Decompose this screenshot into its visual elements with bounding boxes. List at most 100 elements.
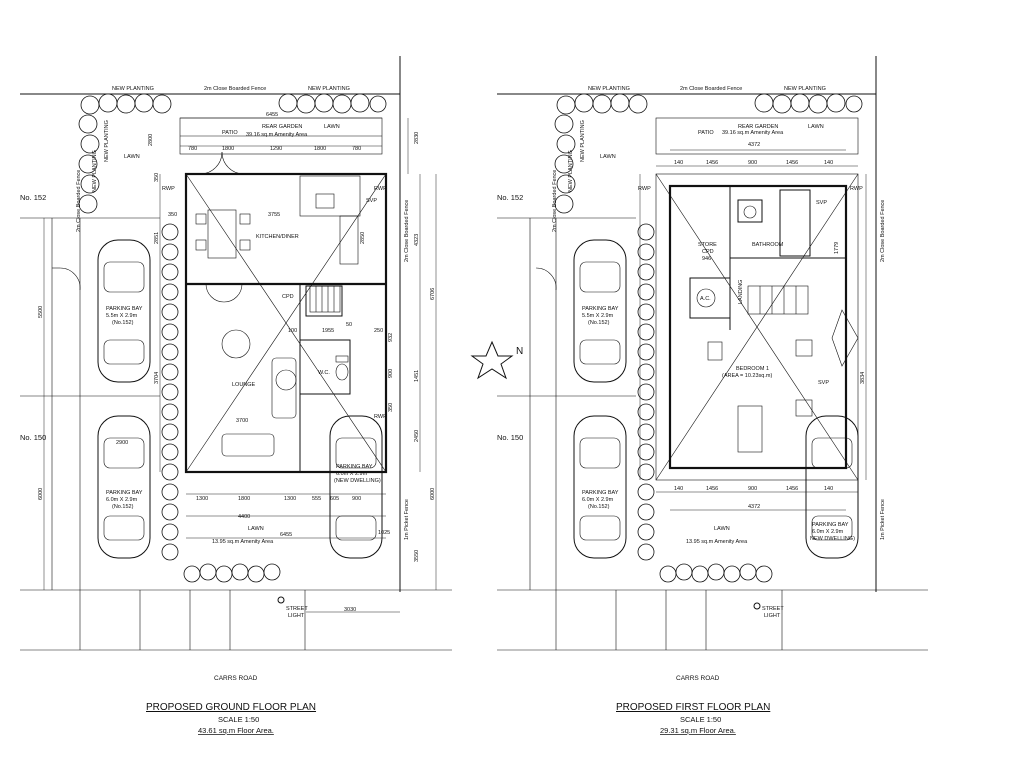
dim-label: 932	[388, 333, 394, 342]
label-lawn: LAWN	[808, 124, 824, 130]
dim-label: 1800	[222, 146, 234, 152]
label-street: STREET	[286, 606, 308, 612]
dim-label: 3030	[344, 607, 356, 613]
plan-title: PROPOSED FIRST FLOOR PLAN	[616, 702, 770, 713]
dim-label: 2830	[414, 132, 420, 144]
label-bathroom: BATHROOM	[752, 242, 784, 248]
label-parking-bay: PARKING BAY	[812, 522, 849, 528]
label-new-planting-vertical: NEW PLANTING	[104, 120, 110, 162]
dim-label: 780	[188, 146, 197, 152]
label-parking-size: 6.0m X 2.9m	[582, 497, 614, 503]
label-new-planting-vertical: NEW PLANTING	[568, 150, 574, 192]
hedge-middle	[161, 223, 179, 561]
dim-label: 250	[374, 328, 383, 334]
label-parking-bay: PARKING BAY	[336, 464, 373, 470]
dim-label: 140	[674, 486, 683, 492]
dim-label: 140	[674, 160, 683, 166]
label-light: LIGHT	[764, 613, 781, 619]
label-cpd: CPD	[282, 294, 294, 300]
dim-label: 6000	[430, 488, 436, 500]
label-bedroom-area: (AREA = 10.23sq.m)	[722, 373, 772, 379]
ground-floor-plan: NEW PLANTING NEW PLANTING 2m Close Board…	[20, 56, 452, 735]
dim-label: 4323	[414, 234, 420, 246]
plan-scale: SCALE 1:50	[680, 715, 721, 724]
label-new-planting: NEW PLANTING	[588, 86, 630, 92]
label-lawn: LAWN	[600, 154, 616, 160]
label-parking-owner: (NEW DWELLING)	[334, 478, 381, 484]
label-parking-owner: (No.152)	[112, 320, 134, 326]
label-wc: W.C.	[318, 370, 330, 376]
label-light: LIGHT	[288, 613, 305, 619]
label-new-planting-vertical: NEW PLANTING	[92, 150, 98, 192]
dim-label: 1456	[786, 160, 798, 166]
plan-scale: SCALE 1:50	[218, 715, 259, 724]
label-cpd: CPD	[702, 249, 714, 255]
dim-label: 1456	[786, 486, 798, 492]
label-parking-size: 5.5m X 2.9m	[106, 313, 138, 319]
dim-label: 6706	[430, 288, 436, 300]
dim-label: 1955	[322, 328, 334, 334]
dim-label: 605	[330, 496, 339, 502]
north-label: N	[516, 346, 523, 357]
label-rear-amenity: 39.16 sq.m Amenity Area	[722, 130, 784, 136]
dim-label: 900	[388, 369, 394, 378]
hedge-left	[78, 114, 100, 214]
label-rear-amenity: 39.16 sq.m Amenity Area	[246, 132, 308, 138]
dim-label: 1025	[378, 530, 390, 536]
dim-label: 350	[154, 173, 160, 182]
car-bay-1	[97, 239, 151, 383]
label-fence-top: 2m Close Boarded Fence	[680, 86, 742, 92]
label-parking-bay: PARKING BAY	[106, 490, 143, 496]
label-street: STREET	[762, 606, 784, 612]
dim-label: 2450	[414, 430, 420, 442]
dim-label: 900	[352, 496, 361, 502]
label-road: CARRS ROAD	[676, 675, 720, 682]
dim-label: 140	[824, 486, 833, 492]
label-parking-bay: PARKING BAY	[582, 306, 619, 312]
label-svp: SVP	[366, 198, 377, 204]
label-bedroom: BEDROOM 1	[736, 366, 769, 372]
label-patio: PATIO	[222, 130, 238, 136]
label-rwp: RWP	[850, 186, 863, 192]
first-floor-plan: NEW PLANTING NEW PLANTING 2m Close Board…	[497, 56, 928, 735]
label-parking-size: 6.0m X 2.9m	[812, 529, 844, 535]
dim-label: 350	[168, 212, 177, 218]
label-bottom-amenity: 13.95 sq.m Amenity Area	[212, 539, 274, 545]
hedge-bottom	[183, 563, 281, 583]
house-outline	[184, 172, 388, 474]
dim-label: 946	[702, 256, 711, 262]
north-arrow: N	[470, 340, 523, 380]
label-road: CARRS ROAD	[214, 675, 258, 682]
plan-area: 43.61 sq.m Floor Area.	[198, 726, 274, 735]
label-rwp: RWP	[374, 186, 387, 192]
label-kitchen: KITCHEN/DINER	[256, 234, 299, 240]
dim-label: 6455	[280, 532, 292, 538]
label-no-152: No. 152	[497, 193, 523, 202]
dim-label: 350	[388, 403, 394, 412]
label-lounge: LOUNGE	[232, 382, 256, 388]
dim-label: 3700	[236, 418, 248, 424]
dim-label: 1800	[238, 496, 250, 502]
dim-label: 5500	[38, 306, 44, 318]
dim-label: 1451	[414, 370, 420, 382]
label-no-150: No. 150	[20, 433, 46, 442]
dim-label: 3550	[414, 550, 420, 562]
house-outline	[668, 184, 848, 470]
dim-label: 6455	[266, 112, 278, 118]
hedge-bottom	[659, 563, 773, 583]
label-fence-right: 2m Close Boarded Fence	[404, 200, 410, 262]
dim-label: 3834	[860, 372, 866, 384]
label-svp: SVP	[818, 380, 829, 386]
dim-label: 140	[824, 160, 833, 166]
dim-label: 4372	[748, 142, 760, 148]
dim-label: 6000	[38, 488, 44, 500]
car-bay-1	[573, 239, 627, 383]
label-rear-garden: REAR GARDEN	[738, 124, 778, 130]
car-bay-3	[329, 415, 383, 559]
label-patio: PATIO	[698, 130, 714, 136]
car-bay-3	[805, 415, 859, 559]
dim-label: 2800	[148, 134, 154, 146]
label-svp: SVP	[816, 200, 827, 206]
label-parking-size: 6.0m X 2.9m	[336, 471, 368, 477]
dim-label: 3755	[268, 212, 280, 218]
